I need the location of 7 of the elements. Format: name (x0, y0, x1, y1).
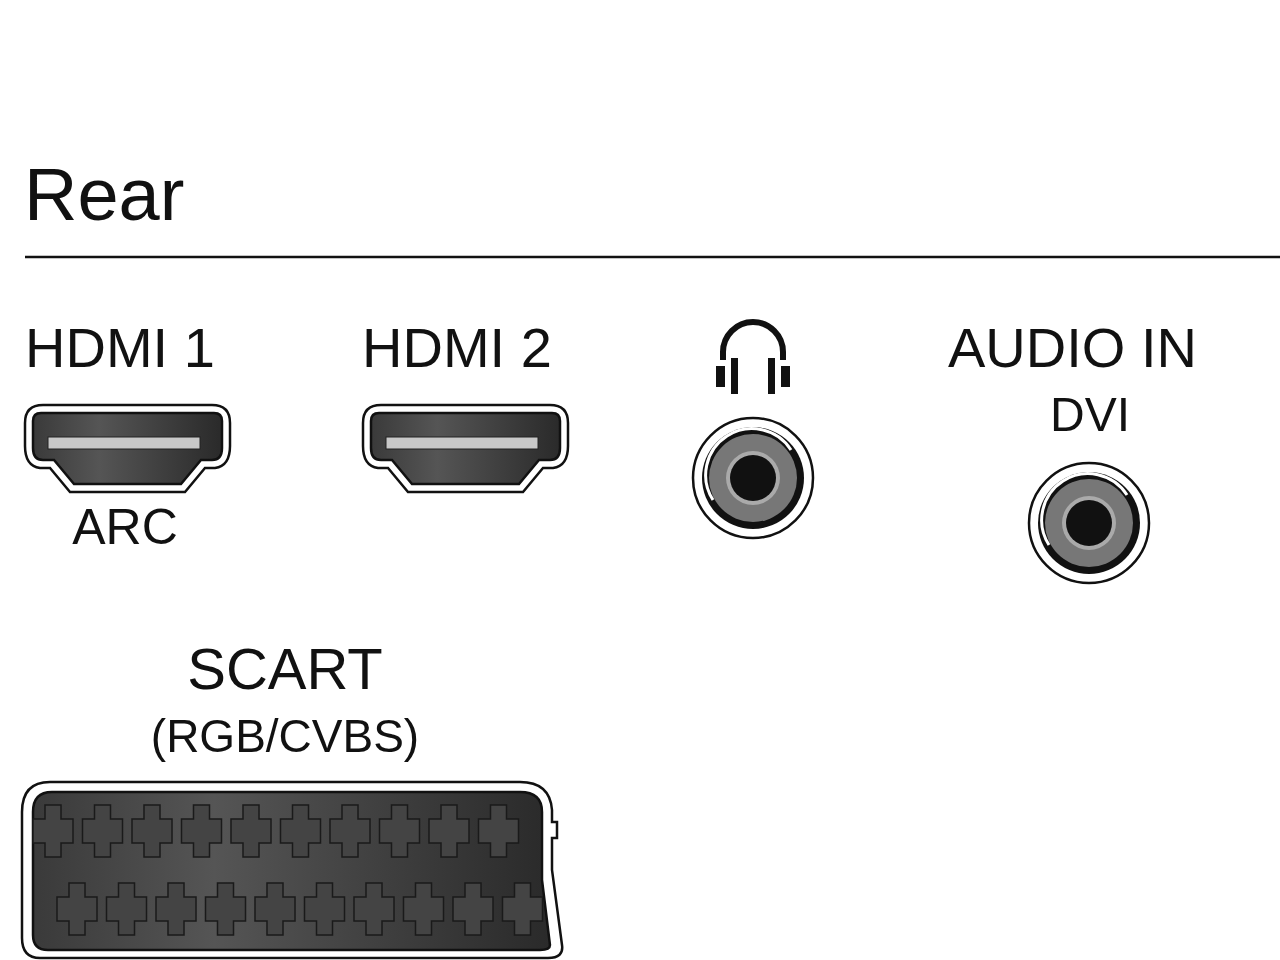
port-label: AUDIO IN (948, 320, 1197, 376)
port-label: HDMI 2 (362, 320, 552, 376)
port-sublabel: ARC (72, 502, 178, 552)
section-heading: Rear (24, 158, 185, 232)
port-sublabel: DVI (1050, 391, 1130, 439)
port-label: HDMI 1 (25, 320, 215, 376)
port-label: SCART (187, 640, 383, 698)
